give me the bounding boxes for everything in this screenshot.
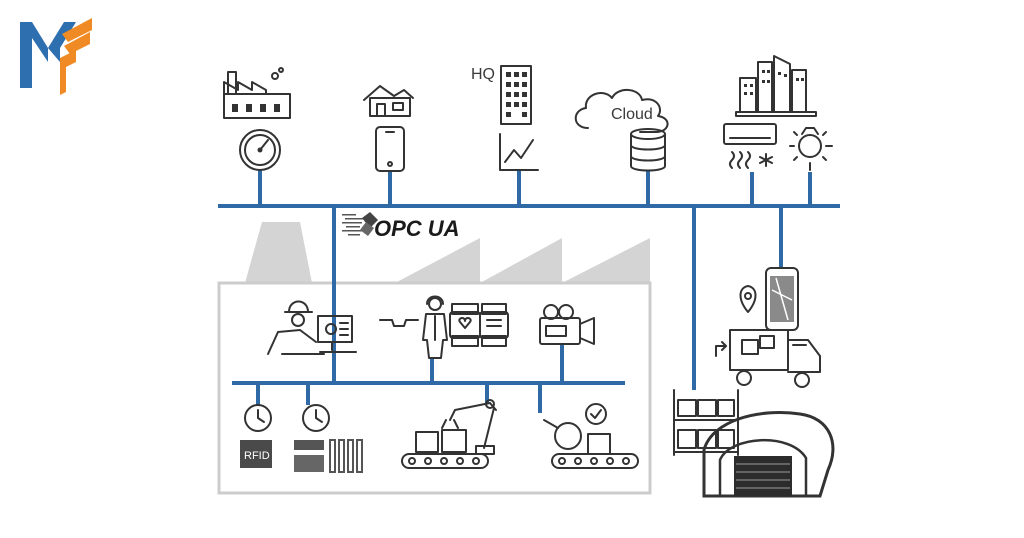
rfid-label: RFID [244,450,270,462]
database-icon [630,128,666,172]
air-conditioner-icon [723,123,777,169]
cloud-icon [574,89,669,133]
line-chart-icon [499,133,539,171]
opc-ua-logo: OPC UA [342,212,460,241]
smartwatch-icon [449,303,509,347]
delivery-truck-icon [715,329,821,388]
factory-icon [223,67,291,119]
house-icon [363,85,414,117]
clock-icon [244,404,272,432]
camera-icon [539,304,595,345]
smartphone-icon [375,126,405,172]
network-buses [218,170,840,413]
barcode-icon [294,439,363,473]
gauge-icon [239,129,281,171]
cloud-label: Cloud [611,106,653,123]
robot-arm-conveyor-icon [401,399,497,469]
inspection-conveyor-icon [543,403,639,469]
location-pin-icon [739,285,757,313]
worker-smart-glasses-icon [379,295,448,359]
worker-computer-icon [267,300,357,355]
sun-icon [789,127,833,171]
company-logo [20,18,92,95]
hq-building-icon [500,65,532,125]
warehouse-icon [702,411,835,498]
clock-icon-2 [302,404,330,432]
hq-label: HQ [471,66,495,83]
rfid-reader-icon: RFID [240,440,272,468]
opc-ua-label: OPC UA [374,216,460,241]
city-buildings-icon [735,55,817,117]
mobile-map-icon [765,267,799,331]
